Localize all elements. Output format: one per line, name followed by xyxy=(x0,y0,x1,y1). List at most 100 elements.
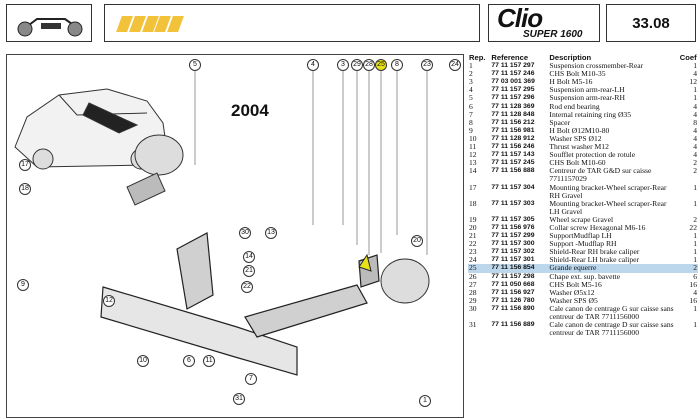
cell-rep: 23 xyxy=(469,247,477,257)
cell-rep: 22 xyxy=(469,239,477,249)
cell-ref: 77 11 050 668 xyxy=(491,280,535,288)
cell-ref: 77 11 157 302 xyxy=(491,248,535,256)
callout-21[interactable]: 21 xyxy=(243,265,255,277)
cell-ref: 77 11 157 303 xyxy=(491,199,535,207)
callout-23[interactable]: 23 xyxy=(421,59,433,71)
callout-12[interactable]: 12 xyxy=(103,295,115,307)
cell-desc: Washer SPS Ø12 xyxy=(549,133,602,143)
callout-8[interactable]: 8 xyxy=(391,59,403,71)
cell-coef: 2 xyxy=(693,158,697,168)
cell-desc: SupportMudflap LH xyxy=(549,231,612,241)
diagram-year: 2004 xyxy=(231,101,269,120)
callout-4[interactable]: 4 xyxy=(307,59,319,71)
callout-9[interactable]: 9 xyxy=(17,279,29,291)
cell-desc: Centreur de TAR G&D sur caisse 771115702… xyxy=(549,166,652,184)
callout-5[interactable]: 5 xyxy=(189,59,201,71)
cell-ref: 77 11 156 976 xyxy=(491,223,535,231)
callout-13[interactable]: 13 xyxy=(265,227,277,239)
callout-31[interactable]: 31 xyxy=(233,393,245,405)
cell-desc: Internal retaining ring Ø35 xyxy=(549,109,632,119)
cell-coef: 1 xyxy=(693,239,697,249)
cell-coef: 2 xyxy=(693,166,697,176)
cell-desc: Rod end bearing xyxy=(549,101,600,111)
cell-ref: 77 11 126 780 xyxy=(491,296,535,304)
cell-desc: CHS Bolt M10-35 xyxy=(549,69,606,79)
cell-coef: 6 xyxy=(693,271,697,281)
cell-coef: 22 xyxy=(689,222,697,232)
callout-7[interactable]: 7 xyxy=(245,373,257,385)
col-desc: Description xyxy=(549,53,592,62)
cell-rep: 1 xyxy=(469,61,473,71)
grande-equerre-highlight xyxy=(358,253,372,272)
callout-17[interactable]: 17 xyxy=(19,159,31,171)
cell-rep: 20 xyxy=(469,222,477,232)
cell-coef: 2 xyxy=(678,264,698,273)
callout-24[interactable]: 24 xyxy=(449,59,461,71)
cell-rep: 5 xyxy=(469,93,473,103)
cell-desc: Mounting bracket-Wheel scraper-Rear RH G… xyxy=(549,182,667,200)
cell-ref: 77 11 157 296 xyxy=(491,94,535,102)
callout-3[interactable]: 3 xyxy=(337,59,349,71)
cell-ref: 77 11 157 300 xyxy=(491,240,535,248)
cell-coef: 1 xyxy=(693,93,697,103)
brand-subtitle: SUPER 1600 xyxy=(523,29,583,40)
callout-14[interactable]: 14 xyxy=(243,251,255,263)
callout-18[interactable]: 18 xyxy=(19,183,31,195)
cell-desc: CHS Bolt M5-16 xyxy=(549,279,602,289)
cell-ref: 77 11 157 299 xyxy=(491,232,535,240)
page-header: Clio SUPER 1600 33.08 xyxy=(0,0,700,46)
callout-10[interactable]: 10 xyxy=(137,355,149,367)
cell-coef: 2 xyxy=(693,214,697,224)
cell-ref: 77 11 156 854 xyxy=(490,264,549,273)
cell-rep: 21 xyxy=(469,231,477,241)
cell-coef: 8 xyxy=(693,117,697,127)
cell-rep: 26 xyxy=(469,271,477,281)
callout-25[interactable]: 25 xyxy=(375,59,387,71)
callout-20[interactable]: 20 xyxy=(411,235,423,247)
callout-22[interactable]: 22 xyxy=(241,281,253,293)
cell-rep: 14 xyxy=(469,166,477,176)
callout-11[interactable]: 11 xyxy=(203,355,215,367)
cell-ref: 77 11 157 298 xyxy=(491,272,535,280)
callout-28[interactable]: 28 xyxy=(363,59,375,71)
callout-30[interactable]: 30 xyxy=(239,227,251,239)
cell-desc: Spacer xyxy=(549,117,571,127)
cell-desc: Cale canon de centrage G sur caisse sans… xyxy=(549,303,674,321)
callout-1[interactable]: 1 xyxy=(419,395,431,407)
cell-rep: 6 xyxy=(469,101,473,111)
callout-29[interactable]: 29 xyxy=(351,59,363,71)
cell-coef: 1 xyxy=(693,247,697,257)
cell-ref: 77 11 156 212 xyxy=(491,118,535,126)
cell-coef: 4 xyxy=(693,133,697,143)
callout-6[interactable]: 6 xyxy=(183,355,195,367)
